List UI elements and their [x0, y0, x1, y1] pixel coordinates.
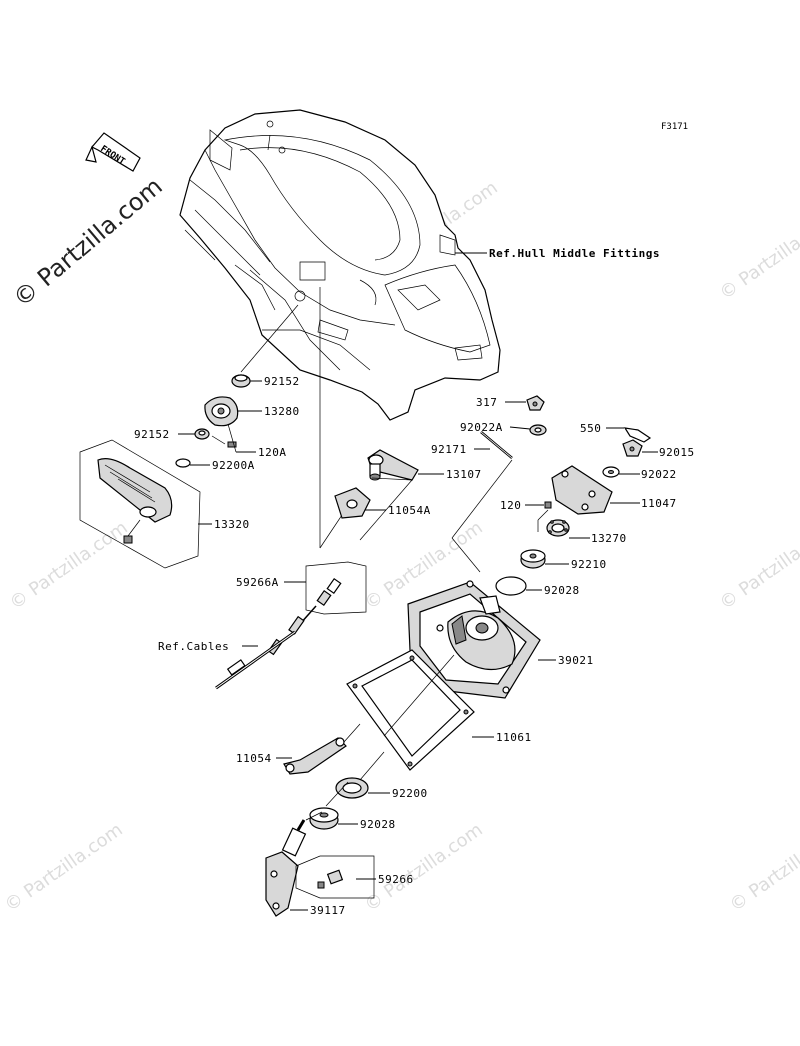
leader-line [537, 509, 549, 521]
watermark-tile: © Partzilla.com [716, 207, 800, 304]
part-label-92028-lower: 92028 [360, 818, 396, 831]
o-ring-icon [175, 458, 191, 468]
bracket-plate-icon [334, 487, 371, 519]
bracket-group [79, 439, 201, 569]
screw-icon [211, 435, 237, 448]
washer-icon [495, 576, 527, 596]
part-label-39117: 39117 [310, 904, 346, 917]
watermark-main: © Partzilla.com [8, 172, 168, 312]
screw-icon [544, 501, 552, 509]
watermark-tile: © Partzilla.com [1, 819, 127, 916]
gear-icon [546, 519, 570, 537]
part-label-317: 317 [476, 396, 497, 409]
leader-line [305, 811, 323, 821]
part-label-92171: 92171 [431, 443, 467, 456]
leader-line [509, 426, 531, 430]
watermark-tile: © Partzilla.com [361, 819, 487, 916]
part-label-59266: 59266 [378, 873, 414, 886]
watermark-tile: © Partzilla.com [726, 819, 800, 916]
cotter-pin-icon [623, 427, 652, 443]
part-label-92200: 92200 [392, 787, 428, 800]
housing-icon [407, 580, 541, 699]
washer-icon [602, 466, 620, 478]
part-label-13320: 13320 [214, 518, 250, 531]
connector-group [295, 855, 375, 899]
lever-icon [367, 449, 419, 481]
gasket-icon [346, 649, 475, 771]
part-label-59266a: 59266A [236, 576, 279, 589]
leader-line [227, 423, 237, 453]
shaft-arm-icon [265, 819, 307, 917]
nut-icon [526, 395, 545, 411]
part-label-92210: 92210 [571, 558, 607, 571]
castle-nut-icon [622, 439, 643, 457]
part-label-11047: 11047 [641, 497, 677, 510]
part-label-120a: 120A [258, 446, 287, 459]
part-label-13107: 13107 [446, 468, 482, 481]
collar-icon [309, 807, 339, 830]
leader-line [343, 723, 361, 743]
leader-line [359, 479, 413, 541]
part-label-39021: 39021 [558, 654, 594, 667]
part-label-92015: 92015 [659, 446, 695, 459]
watermark-tile: © Partzilla.com [716, 517, 800, 614]
part-label-92152-left: 92152 [134, 428, 170, 441]
part-label-92022: 92022 [641, 468, 677, 481]
part-label-550: 550 [580, 422, 601, 435]
switch-housing-icon [204, 396, 239, 427]
part-label-120: 120 [500, 499, 521, 512]
part-label-92022a: 92022A [460, 421, 503, 434]
part-label-92152-top: 92152 [264, 375, 300, 388]
plate-icon [551, 465, 613, 515]
bolt-icon [480, 431, 513, 459]
part-label-92200a: 92200A [212, 459, 255, 472]
diagram-code: F3171 [661, 122, 688, 132]
washer-icon [194, 428, 210, 440]
connector-group [305, 561, 367, 615]
washer-icon [529, 424, 547, 436]
part-label-13270: 13270 [591, 532, 627, 545]
grommet-icon [231, 374, 251, 388]
o-ring-icon [335, 777, 369, 799]
leader-line [383, 654, 455, 737]
bracket-arm-icon [283, 737, 347, 775]
front-arrow-icon: FRONT [85, 132, 141, 172]
ref-hull-middle-fittings: Ref.Hull Middle Fittings [489, 247, 660, 260]
leader-line [240, 304, 299, 373]
leader-line [451, 537, 481, 573]
part-label-92028-upper: 92028 [544, 584, 580, 597]
part-label-11061: 11061 [496, 731, 532, 744]
leader-line [325, 781, 349, 807]
collar-icon [520, 549, 546, 569]
leader-line [371, 477, 413, 481]
watermark-tile: © Partzilla.com [6, 517, 132, 614]
part-label-13280: 13280 [264, 405, 300, 418]
cable-icon [215, 605, 317, 690]
leader-line [451, 459, 513, 539]
hull-illustration [179, 109, 501, 421]
leader-line [359, 751, 385, 781]
ref-cables: Ref.Cables [158, 640, 229, 653]
part-label-11054: 11054 [236, 752, 272, 765]
part-label-11054a: 11054A [388, 504, 431, 517]
